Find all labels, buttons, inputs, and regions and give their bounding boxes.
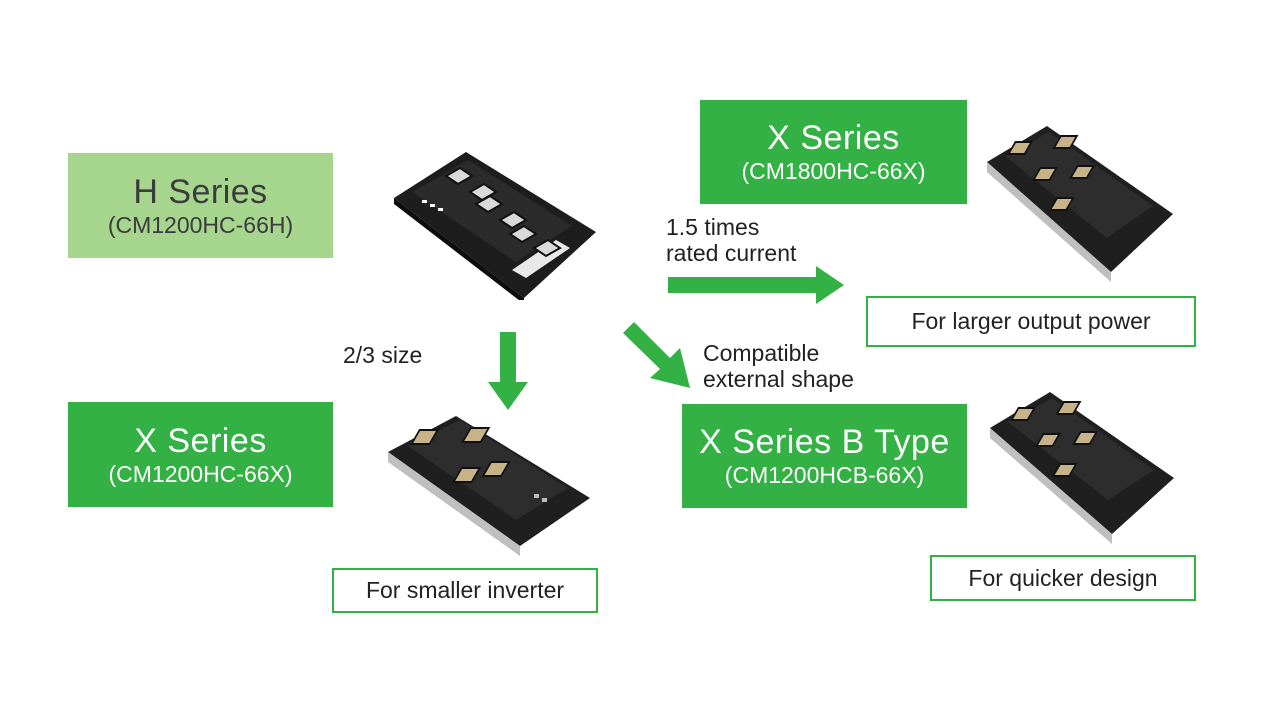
down-arrow-icon xyxy=(488,332,528,410)
note-larger-output: For larger output power xyxy=(866,296,1196,347)
x-series-large-title: X Series xyxy=(767,119,900,157)
x-series-large-box: X Series (CM1800HC-66X) xyxy=(700,100,967,204)
note-smaller-inverter: For smaller inverter xyxy=(332,568,598,613)
x-series-small-model: (CM1200HC-66X) xyxy=(108,460,293,487)
rated-current-label: 1.5 times rated current xyxy=(666,214,796,266)
h-series-box: H Series (CM1200HC-66H) xyxy=(68,153,333,258)
rated-current-line2: rated current xyxy=(666,240,797,266)
x-series-b-module-icon xyxy=(990,392,1174,544)
x-series-small-title: X Series xyxy=(134,421,267,460)
note-quicker-design: For quicker design xyxy=(930,555,1196,601)
x-series-b-box: X Series B Type (CM1200HCB-66X) xyxy=(682,404,967,508)
right-arrow-icon xyxy=(668,266,844,304)
compatible-shape-label: Compatible external shape xyxy=(703,340,854,392)
x-series-small-module-icon xyxy=(388,416,590,556)
x-series-b-model: (CM1200HCB-66X) xyxy=(724,462,925,488)
diagonal-arrow-icon xyxy=(623,322,690,388)
compatible-line1: Compatible xyxy=(703,340,820,366)
h-series-model: (CM1200HC-66H) xyxy=(107,211,294,238)
rated-current-line1: 1.5 times xyxy=(666,214,760,240)
x-series-b-title: X Series B Type xyxy=(699,423,950,461)
x-series-small-box: X Series (CM1200HC-66X) xyxy=(68,402,333,507)
h-series-module-icon xyxy=(394,152,596,300)
x-series-large-model: (CM1800HC-66X) xyxy=(741,158,926,184)
h-series-title: H Series xyxy=(133,172,268,211)
compatible-line2: external shape xyxy=(703,366,854,392)
x-series-large-module-icon xyxy=(987,126,1173,282)
size-label: 2/3 size xyxy=(343,342,423,368)
